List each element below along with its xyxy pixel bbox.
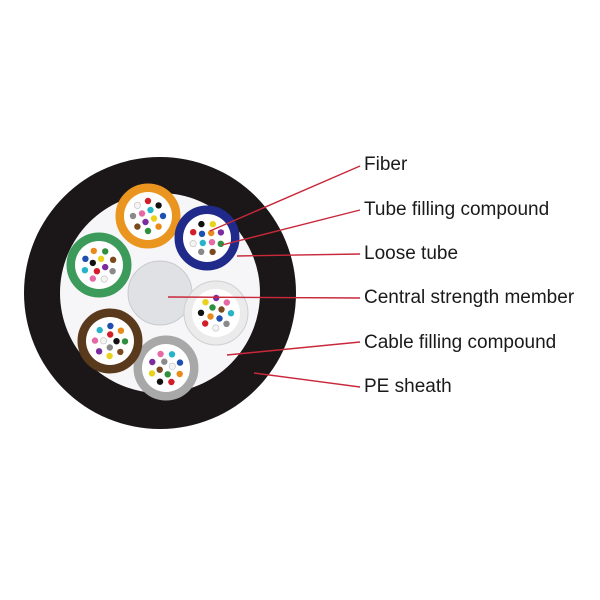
- fiber: [121, 338, 129, 345]
- leader-lines-group: [167, 165, 361, 388]
- fiber: [155, 202, 162, 209]
- fiber: [100, 337, 108, 345]
- label-tube-filling-compound: Tube filling compound: [364, 199, 550, 220]
- green-tube: [66, 232, 132, 298]
- fiber: [102, 248, 109, 255]
- loose-tube-leader-line: [236, 253, 361, 257]
- fiber: [208, 229, 215, 237]
- fiber: [198, 248, 205, 255]
- orange-tube: [115, 183, 181, 249]
- fiber: [159, 212, 167, 220]
- gray-tube: [133, 335, 199, 401]
- cable-filling-compound-leader-line: [226, 341, 361, 356]
- central-strength-member-leader-line: [167, 296, 361, 299]
- fiber-leader-line: [209, 165, 361, 232]
- fiber: [155, 223, 162, 230]
- fiber: [227, 310, 235, 317]
- fiber: [117, 348, 124, 356]
- fiber: [93, 268, 101, 275]
- fiber: [150, 215, 158, 222]
- tube-filling-compound: [142, 344, 190, 392]
- brown-tube: [77, 308, 143, 374]
- fiber: [90, 247, 98, 255]
- label-loose-tube: Loose tube: [364, 243, 459, 264]
- fiber: [161, 358, 168, 365]
- fiber: [89, 275, 97, 282]
- fiber: [106, 344, 114, 351]
- fiber: [157, 350, 164, 358]
- fiber: [197, 309, 205, 316]
- fiber: [202, 299, 209, 306]
- fiber: [149, 358, 156, 366]
- fiber: [168, 351, 176, 358]
- tube-filling-compound-leader-line: [221, 209, 361, 246]
- fiber: [144, 227, 152, 235]
- fiber: [223, 299, 230, 306]
- central-strength-member: [127, 260, 193, 326]
- fiber: [109, 256, 117, 263]
- fiber: [95, 348, 103, 355]
- label-fiber: Fiber: [364, 154, 408, 175]
- fiber: [96, 326, 103, 334]
- fiber: [208, 239, 216, 246]
- fiber: [89, 259, 97, 267]
- tube-filling-compound: [183, 214, 231, 262]
- fiber: [209, 248, 216, 256]
- fiber: [142, 218, 149, 226]
- fiber: [209, 304, 216, 311]
- fiber: [199, 239, 206, 247]
- fiber: [102, 263, 109, 271]
- fiber: [176, 359, 184, 366]
- fiber: [212, 324, 220, 332]
- fiber: [134, 223, 141, 230]
- fiber: [168, 378, 175, 386]
- fiber: [148, 370, 156, 377]
- fiber: [82, 255, 89, 262]
- fiber: [164, 371, 171, 378]
- white-tube: [183, 280, 249, 346]
- fiber: [91, 337, 99, 344]
- fiber: [113, 338, 120, 345]
- fiber: [202, 320, 209, 327]
- fiber: [190, 229, 197, 236]
- fiber: [156, 366, 163, 373]
- fiber: [138, 210, 146, 217]
- fiber: [209, 221, 216, 228]
- fiber: [168, 362, 176, 370]
- fiber: [218, 306, 225, 313]
- fiber: [198, 220, 205, 228]
- fiber: [216, 315, 223, 322]
- fiber: [213, 294, 220, 302]
- label-cable-filling-compound: Cable filling compound: [364, 332, 557, 353]
- fiber: [117, 327, 125, 334]
- blue-tube: [174, 205, 240, 271]
- fiber: [217, 229, 225, 236]
- fiber: [81, 267, 89, 274]
- fiber: [147, 206, 154, 214]
- fiber: [106, 352, 113, 360]
- label-pe-sheath: PE sheath: [364, 376, 452, 397]
- fiber: [107, 331, 114, 338]
- fiber: [176, 370, 183, 378]
- fiber: [189, 240, 197, 248]
- fiber: [109, 268, 116, 275]
- fiber: [198, 230, 206, 237]
- fiber: [223, 320, 230, 327]
- loose-tubes-group: [66, 183, 249, 401]
- fiber: [207, 313, 214, 320]
- label-central-strength-member: Central strength member: [364, 287, 575, 308]
- fiber: [97, 255, 105, 262]
- fiber: [217, 240, 224, 247]
- pe-sheath-leader-line: [253, 372, 361, 388]
- fiber: [144, 197, 152, 205]
- fiber: [100, 275, 108, 283]
- tube-filling-compound: [75, 241, 123, 289]
- fiber: [133, 201, 141, 209]
- fiber: [129, 212, 137, 220]
- fiber: [156, 378, 164, 385]
- fiber: [107, 322, 114, 330]
